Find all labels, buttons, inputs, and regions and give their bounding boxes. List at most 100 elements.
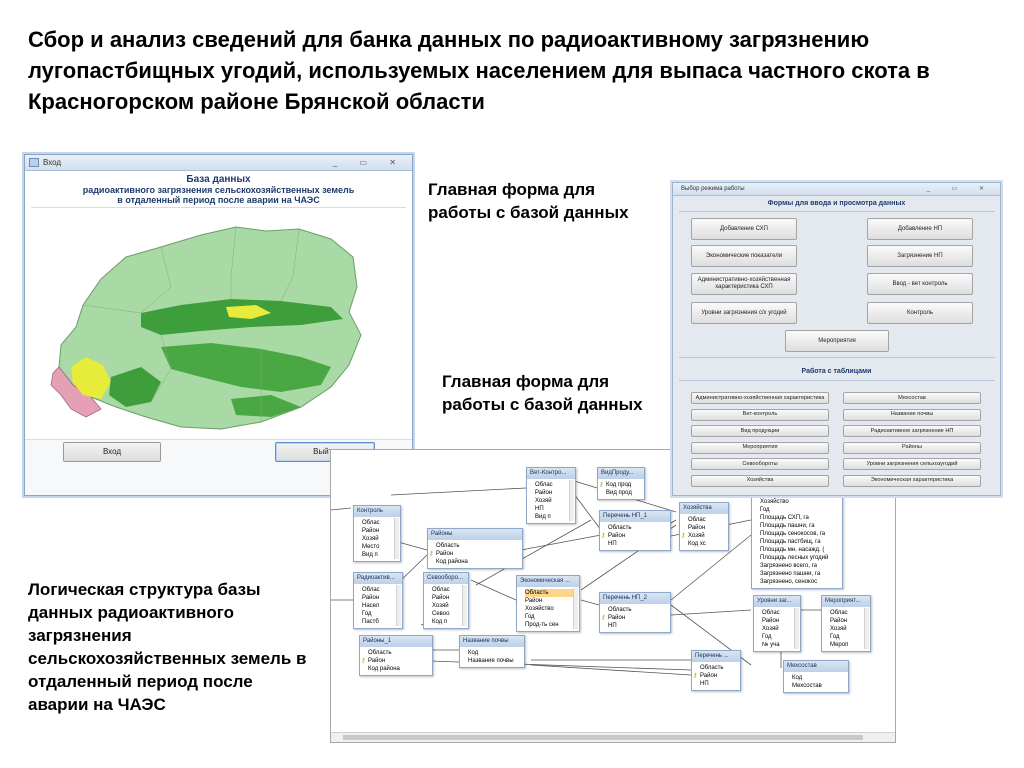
diagram-field[interactable]: Насел — [362, 603, 380, 609]
diagram-field[interactable]: Код — [792, 675, 803, 681]
diagram-field[interactable]: Год — [362, 611, 372, 617]
diagram-field[interactable]: Облас — [362, 520, 380, 526]
form-button-7[interactable]: Уровни загрязнения с/х угодий — [691, 302, 797, 324]
diagram-field[interactable]: Площадь пашни, га — [760, 523, 815, 529]
diagram-field[interactable]: Хозяйство — [760, 499, 789, 505]
form-button-8[interactable]: Контроль — [867, 302, 973, 324]
diagram-field[interactable]: ⚷Район — [361, 658, 386, 664]
enter-button[interactable]: Вход — [63, 442, 161, 462]
diagram-table-title[interactable]: Севооборо... — [424, 573, 468, 584]
diagram-field[interactable]: Площадь пастбищ, га — [760, 539, 821, 545]
diagram-field[interactable]: Хозяй — [432, 603, 449, 609]
diagram-field[interactable]: Область — [608, 525, 632, 531]
diagram-field[interactable]: Область — [368, 650, 392, 656]
diagram-field[interactable]: Хозяй — [762, 626, 779, 632]
diagram-field[interactable]: ⚷Район — [601, 615, 626, 621]
diagram-table-title[interactable]: Контроль — [354, 506, 400, 517]
diagram-field[interactable]: Код района — [368, 666, 400, 672]
diagram-field[interactable]: ⚷Хозяй — [681, 533, 705, 539]
diagram-field[interactable]: Код района — [436, 559, 468, 565]
scrollbar-thumb[interactable] — [343, 735, 863, 740]
diagram-field[interactable]: НП — [700, 681, 709, 687]
diagram-field[interactable]: Площадь мн. насажд. ( — [760, 547, 825, 553]
diagram-field[interactable]: Облас — [535, 482, 553, 488]
forms-window-titlebar[interactable]: Выбор режима работы _ ▭ ✕ — [673, 183, 1000, 196]
diagram-table-title[interactable]: Районы_1 — [360, 636, 432, 647]
diagram-table-title[interactable]: Экономическая ... — [517, 576, 579, 587]
table-button-5[interactable]: Вид продукции — [691, 425, 829, 437]
diagram-table-title[interactable]: Вет-Контро... — [527, 468, 575, 479]
diagram-field[interactable]: Севоо — [432, 611, 450, 617]
diagram-field[interactable]: Мехсостав — [792, 683, 822, 689]
table-button-12[interactable]: Экономическая характеристика — [843, 474, 981, 487]
diagram-table-title[interactable]: Мехсостав — [784, 661, 848, 672]
diagram-field[interactable]: Хозяйство — [525, 606, 554, 612]
table-button-8[interactable]: Районы — [843, 441, 981, 454]
diagram-field[interactable]: Загрязнено пашни, га — [760, 571, 821, 577]
diagram-field[interactable]: Место — [362, 544, 380, 550]
form-button-3[interactable]: Экономические показатели — [691, 245, 797, 267]
diagram-table-title[interactable]: Районы — [428, 529, 522, 540]
form-button-9[interactable]: Мероприятия — [785, 330, 889, 352]
diagram-field[interactable]: Загрязнено всего, га — [760, 563, 817, 569]
diagram-field[interactable]: Район — [362, 528, 380, 534]
diagram-field[interactable]: Область — [525, 589, 576, 597]
table-button-11[interactable]: Хозяйства — [691, 474, 829, 487]
diagram-table-title[interactable]: ВидПроду... — [598, 468, 644, 479]
diagram-table-title[interactable]: Хозяйства — [680, 503, 728, 514]
diagram-field[interactable]: Район — [762, 618, 780, 624]
table-button-4[interactable]: Название почвы — [843, 408, 981, 421]
table-button-1[interactable]: Административно-хозяйственная характерис… — [691, 392, 829, 404]
diagram-field[interactable]: Область — [608, 607, 632, 613]
diagram-field[interactable]: № уча — [762, 642, 780, 648]
diagram-field[interactable]: Вид прод — [606, 490, 632, 496]
table-button-2[interactable]: Мехсостав — [843, 392, 981, 404]
table-scrollbar[interactable] — [794, 608, 799, 649]
diagram-field[interactable]: Район — [535, 490, 553, 496]
diagram-field[interactable]: ⚷Район — [693, 673, 718, 679]
table-scrollbar[interactable] — [569, 480, 574, 521]
table-button-3[interactable]: Вет-контроль — [691, 408, 829, 421]
diagram-field[interactable]: Район — [830, 618, 848, 624]
diagram-field[interactable]: Вид п — [362, 552, 378, 558]
diagram-field[interactable]: Район — [688, 525, 706, 531]
diagram-field[interactable]: ⚷Район — [429, 551, 454, 557]
diagram-table-title[interactable]: Перечень НП_1 — [600, 511, 670, 522]
diagram-field[interactable]: Район — [432, 595, 450, 601]
table-button-9[interactable]: Севообороты — [691, 458, 829, 470]
window-controls[interactable]: _ ▭ ✕ — [332, 158, 406, 167]
diagram-horizontal-scrollbar[interactable] — [331, 732, 895, 742]
diagram-field[interactable]: Название почвы — [468, 658, 514, 664]
form-button-6[interactable]: Ввод - вет контроль — [867, 273, 973, 295]
diagram-field[interactable]: Хозяй — [830, 626, 847, 632]
diagram-field[interactable]: Вид п — [535, 514, 551, 520]
diagram-field[interactable]: Облас — [830, 610, 848, 616]
diagram-table-title[interactable]: Радиоактив... — [354, 573, 402, 584]
diagram-field[interactable]: Район — [362, 595, 380, 601]
diagram-field[interactable]: Область — [700, 665, 724, 671]
form-button-4[interactable]: Загрязнение НП — [867, 245, 973, 267]
diagram-table-title[interactable]: Уровни заг... — [754, 596, 800, 607]
diagram-table-title[interactable]: Перечень ... — [692, 651, 740, 662]
diagram-field[interactable]: Хозяй — [535, 498, 552, 504]
diagram-field[interactable]: Площадь СХП, га — [760, 515, 809, 521]
table-scrollbar[interactable] — [462, 585, 467, 626]
table-scrollbar[interactable] — [396, 585, 401, 626]
forms-window-controls[interactable]: _ ▭ ✕ — [926, 186, 994, 192]
diagram-field[interactable]: Код п — [432, 619, 448, 625]
diagram-field[interactable]: Облас — [762, 610, 780, 616]
diagram-field[interactable]: Мероп — [830, 642, 849, 648]
